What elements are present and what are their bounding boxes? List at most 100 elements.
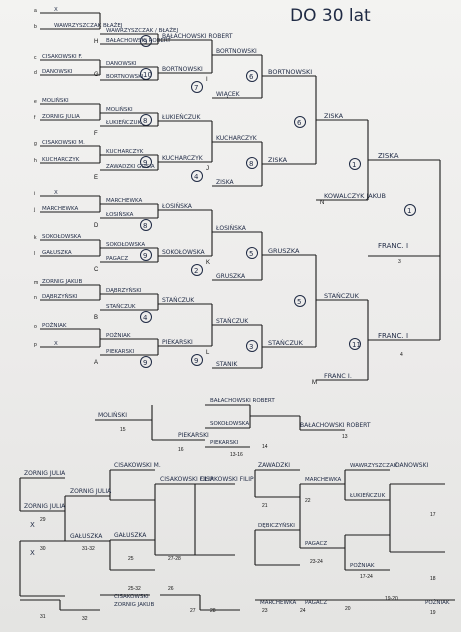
r5-player-name: ZISKA bbox=[268, 156, 288, 164]
br-number: 20 bbox=[345, 606, 351, 612]
seed-letter: f bbox=[34, 115, 36, 121]
br-name: PAGACZ bbox=[305, 600, 327, 606]
br-number: 17 bbox=[430, 512, 436, 518]
seed-letter: o bbox=[34, 324, 37, 330]
score-number: 4 bbox=[194, 173, 199, 181]
score-number: 2 bbox=[194, 267, 198, 275]
match-letter: K bbox=[206, 260, 210, 266]
r1-player-name: KUCHARCZYK bbox=[42, 157, 80, 163]
match-letter: D bbox=[94, 223, 99, 229]
br-name: ZAWADZKI bbox=[258, 462, 290, 469]
r2-player-name: BORTNOWSKI bbox=[106, 74, 144, 80]
seed-letter: e bbox=[34, 99, 37, 105]
match-letter: C bbox=[94, 267, 99, 273]
r1-player-name: DANOWSKI bbox=[42, 69, 73, 75]
bl-name: CISAKOWSKI M. bbox=[114, 462, 161, 469]
br-name: POŻNIAK bbox=[425, 599, 450, 606]
bl-number: 25-32 bbox=[128, 586, 141, 592]
r2-player-name: PIEKARSKI bbox=[106, 349, 135, 355]
score-number: 3 bbox=[249, 343, 253, 351]
cons-num: 14 bbox=[262, 444, 268, 450]
score-number: 9 bbox=[143, 359, 147, 367]
place-number: 4 bbox=[400, 352, 403, 358]
r2-player-name: ZAWADZKI GOSIA bbox=[106, 164, 155, 170]
bl-name: ZORNIG JULIA bbox=[24, 503, 66, 510]
seed-letter: p bbox=[34, 342, 37, 348]
r2-player-name: ŁOSIŃSKA bbox=[105, 211, 134, 218]
cons-name: BAŁACHOWSKI ROBERT bbox=[300, 422, 371, 429]
br-name: DĘBICZYŃSKI bbox=[258, 522, 295, 529]
cons-name: BAŁACHOWSKI ROBERT bbox=[210, 398, 275, 404]
seed-letter: g bbox=[34, 141, 37, 147]
bl-number: 29 bbox=[40, 517, 46, 523]
r2-player-name: WAWRZYSZCZAK / BŁAŻEJ bbox=[106, 27, 178, 34]
r1-player-name: SOKOŁOWSKA bbox=[42, 234, 81, 240]
br-number: 18 bbox=[430, 576, 436, 582]
r3-player-name: ŁUKIEŃCZUK bbox=[161, 114, 201, 121]
br-number: 24 bbox=[300, 608, 306, 614]
score-number: 7 bbox=[194, 84, 198, 92]
r4-player-name: GRUSZKA bbox=[216, 273, 246, 280]
match-letter: N bbox=[320, 200, 324, 206]
match-letter: A bbox=[94, 360, 98, 366]
match-letter: B bbox=[94, 315, 98, 321]
r1-player-name: CISAKOWSKI F. bbox=[42, 54, 83, 60]
r6-player-name: STAŃCZUK bbox=[324, 291, 360, 300]
seed-letter: k bbox=[34, 235, 37, 241]
match-letter: I bbox=[206, 77, 208, 83]
r1-player-name: GAŁUSZKA bbox=[42, 250, 72, 256]
br-number: 19 bbox=[430, 610, 436, 616]
seed-letter: a bbox=[34, 8, 37, 14]
r1-player-name: POŻNIAK bbox=[42, 322, 67, 329]
r4-score-circle bbox=[246, 157, 258, 169]
match-letter: L bbox=[206, 350, 210, 356]
match-letter: G bbox=[94, 72, 99, 78]
r4-player-name: STAŃCZUK bbox=[216, 318, 249, 325]
score-number: 8 bbox=[143, 222, 147, 230]
r1-player-name: CISAKOWSKI M. bbox=[42, 140, 85, 146]
final-winner-name: FRANC. I bbox=[378, 242, 408, 250]
r1-player-name: X bbox=[54, 7, 58, 13]
r4-player-name: ŁOSIŃSKA bbox=[215, 225, 247, 232]
score-number: 1 bbox=[407, 207, 411, 215]
r3-player-name: BORTNOWSKI bbox=[162, 66, 203, 73]
r3-score-circle bbox=[191, 354, 203, 366]
r2-player-name: DANOWSKI bbox=[106, 61, 137, 67]
bl-number: 31-32 bbox=[82, 546, 95, 552]
r2-score-circle bbox=[140, 35, 152, 47]
bl-number: 27 bbox=[190, 608, 196, 614]
r3-player-name: PIEKARSKI bbox=[162, 339, 193, 346]
bye-mark: X bbox=[30, 521, 35, 529]
bl-number: 30 bbox=[40, 546, 46, 552]
cons-name: SOKOŁOWSKA bbox=[210, 421, 249, 427]
r4-player-name: STANIK bbox=[216, 361, 238, 368]
r3-player-name: SOKOŁOWSKA bbox=[162, 249, 206, 256]
r3-player-name: KUCHARCZYK bbox=[162, 155, 204, 162]
seed-letter: d bbox=[34, 70, 37, 76]
br-name: WAWRZYSZCZAK bbox=[350, 463, 398, 469]
r2-player-name: PAGACZ bbox=[106, 256, 128, 262]
bl-number: 27-28 bbox=[168, 556, 181, 562]
score-number: 9 bbox=[143, 159, 147, 167]
r6-score-circle bbox=[349, 338, 361, 350]
bl-name: GAŁUSZKA bbox=[114, 532, 147, 539]
seed-letter: b bbox=[34, 24, 37, 30]
cons-num: 13 bbox=[342, 434, 348, 440]
score-number: 9 bbox=[194, 357, 198, 365]
match-letter: M bbox=[312, 380, 317, 386]
r5-player-name: GRUSZKA bbox=[268, 247, 300, 255]
r2-player-name: ŁUKIEŃCZUK bbox=[105, 119, 142, 126]
r2-score-circle bbox=[140, 311, 152, 323]
score-number: 1 bbox=[352, 161, 356, 169]
r6-player-name: ZISKA bbox=[324, 112, 344, 120]
r1-player-name: X bbox=[54, 190, 58, 196]
r2-player-name: SOKOŁOWSKA bbox=[106, 242, 145, 248]
r4-player-name: WIĄCEK bbox=[216, 91, 241, 98]
br-name: POŻNIAK bbox=[350, 562, 375, 569]
bl-name: ZORNIG JULIA bbox=[70, 488, 112, 495]
br-number: 23 bbox=[262, 608, 268, 614]
bl-name: GAŁUSZKA bbox=[70, 533, 103, 540]
r6-player-name: KOWALCZYK JAKUB bbox=[324, 192, 386, 200]
